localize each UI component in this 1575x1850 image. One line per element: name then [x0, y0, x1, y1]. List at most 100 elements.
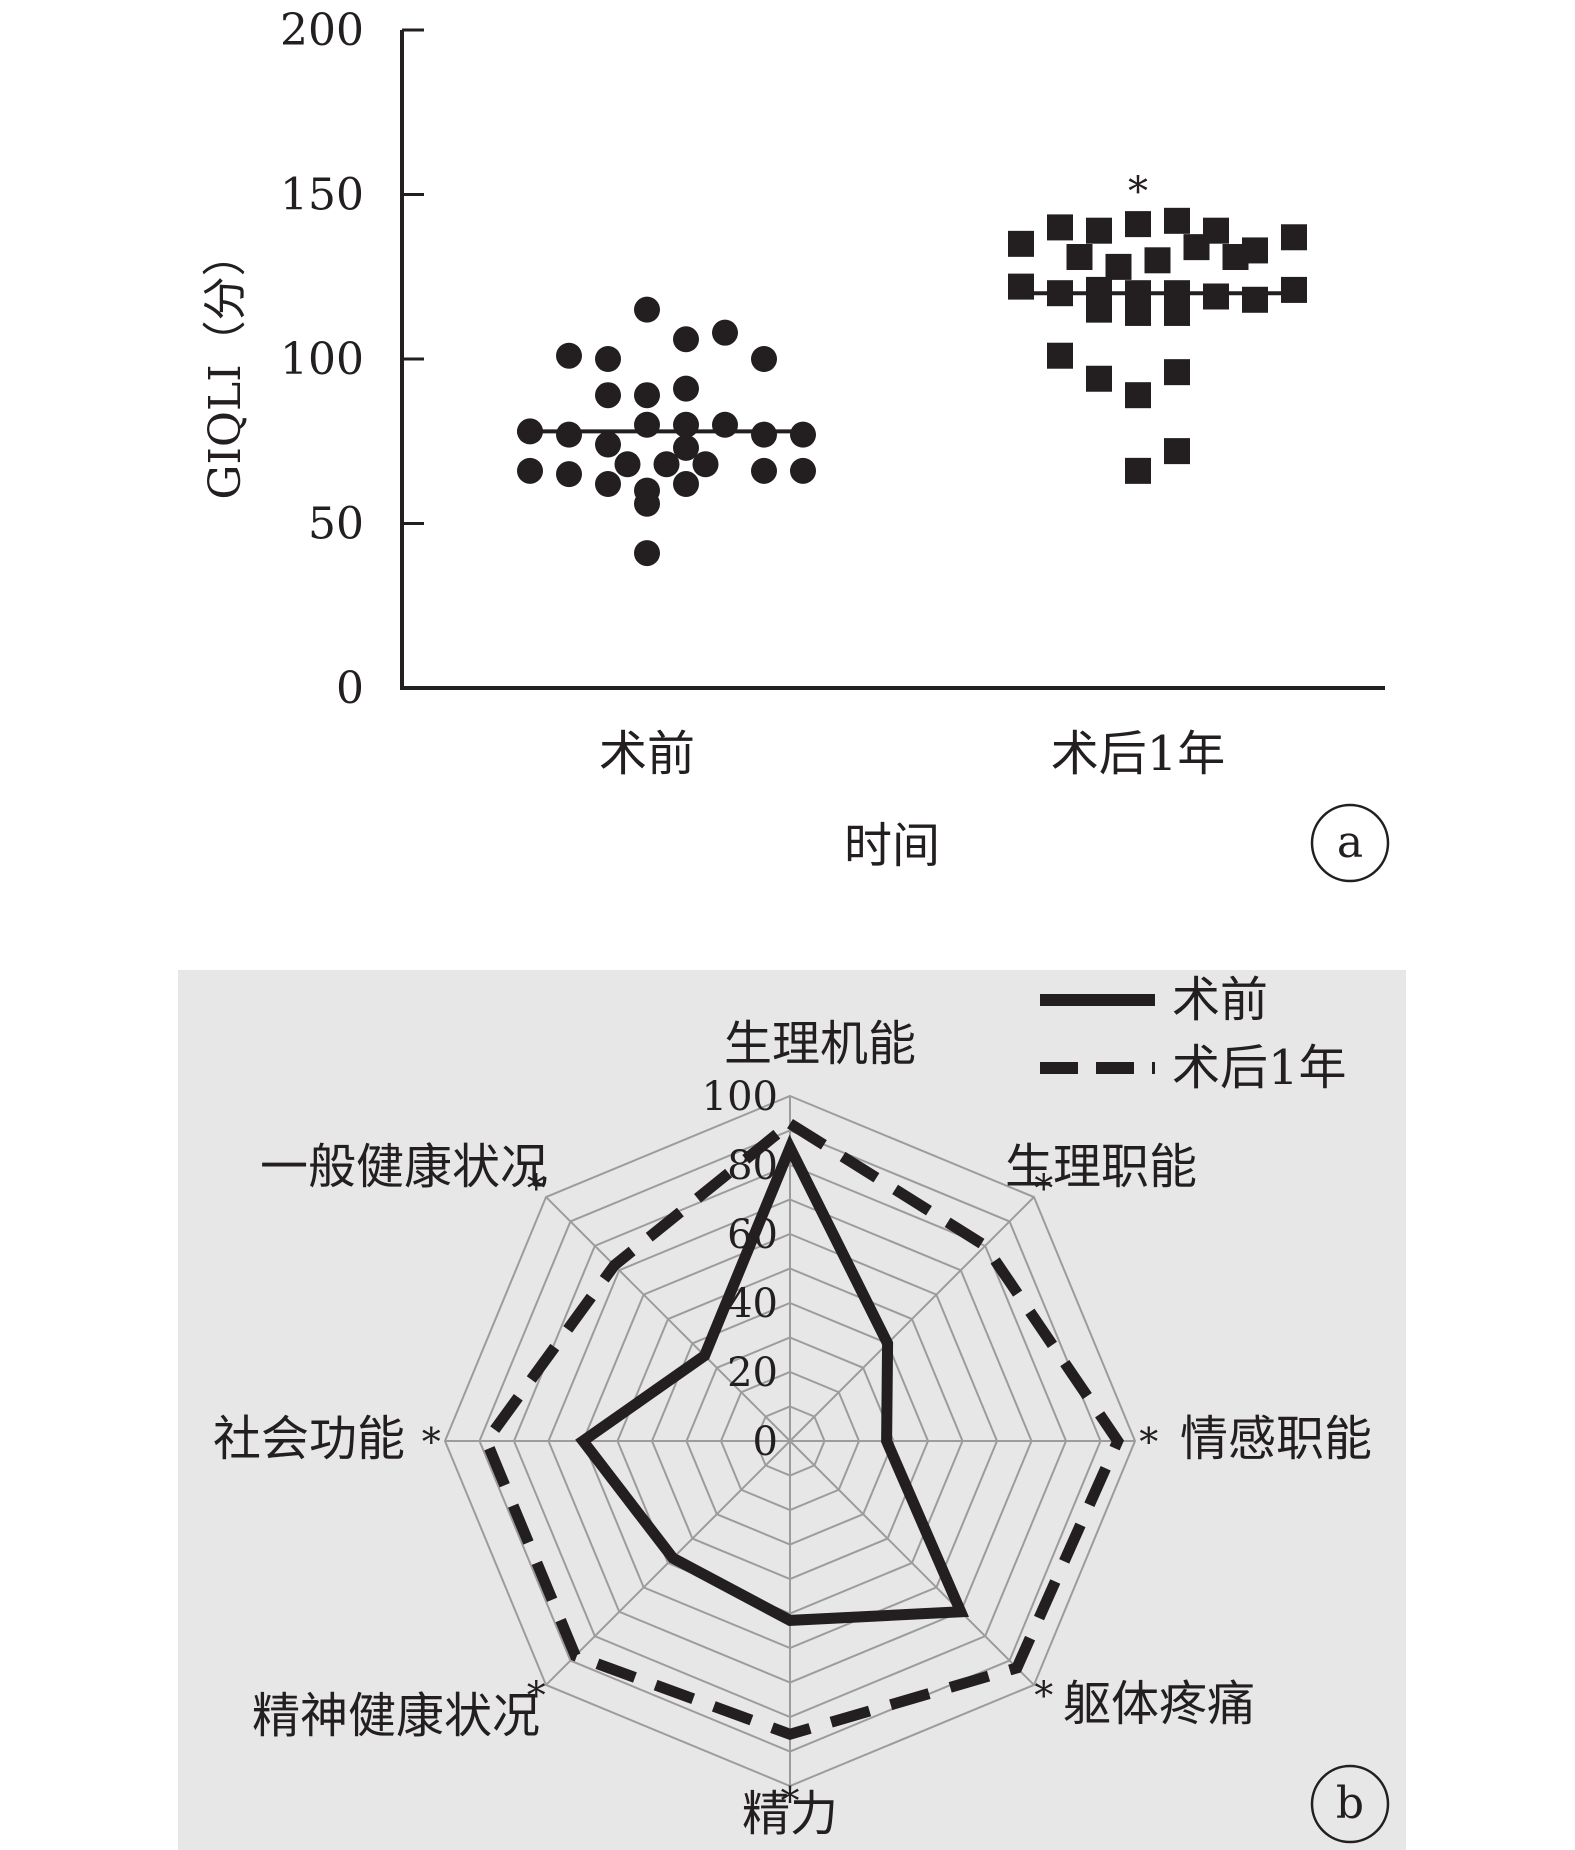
panel-a-label: a	[1337, 817, 1363, 868]
panel-a-axes: 0 50 100 150 200	[280, 5, 1385, 714]
panel-a-text: GIQLI（分） 时间 术前 术后1年 * a	[200, 169, 1390, 883]
data-point-preop	[595, 346, 621, 372]
data-point-postop	[1125, 211, 1151, 238]
series-line-postop	[480, 1116, 1125, 1741]
panel-b-label-circle	[1310, 1764, 1390, 1844]
y-tick-label: 0	[336, 663, 364, 714]
data-point-postop	[1008, 230, 1034, 257]
significance-asterisk: *	[1034, 1166, 1053, 1210]
x-tick-label-preop: 术前	[599, 726, 695, 782]
data-point-postop	[1086, 217, 1112, 244]
data-point-preop	[712, 411, 738, 438]
data-point-preop	[634, 411, 660, 438]
radar-tick-label: 20	[727, 1350, 778, 1396]
data-point-postop	[1164, 359, 1190, 386]
significance-asterisk: *	[781, 1779, 800, 1823]
significance-asterisk: *	[422, 1420, 441, 1464]
data-point-preop	[751, 421, 777, 448]
data-point-preop	[634, 382, 660, 409]
data-point-postop	[1008, 273, 1034, 300]
data-point-postop	[1125, 299, 1151, 326]
radar-tick-label: 0	[753, 1419, 778, 1465]
data-point-preop	[653, 451, 680, 478]
x-axis-label: 时间	[844, 818, 940, 874]
data-point-preop	[556, 421, 582, 448]
significance-asterisk: *	[1128, 169, 1148, 215]
data-point-postop	[1125, 382, 1151, 409]
y-tick-label: 200	[280, 5, 364, 56]
radar-spoke	[789, 1440, 1035, 1686]
radar-background	[178, 970, 1406, 1850]
data-point-preop	[673, 411, 699, 438]
data-point-preop	[517, 457, 543, 484]
data-point-preop	[634, 490, 660, 517]
data-point-postop	[1047, 214, 1073, 241]
radar-axis-label: 情感职能	[1180, 1411, 1372, 1467]
legend-label-postop: 术后1年	[1172, 1040, 1347, 1096]
data-point-preop	[673, 326, 699, 353]
radar-axis-label: 社会功能	[213, 1411, 405, 1467]
radar-axis-label: 生理机能	[724, 1016, 916, 1072]
y-tick-label: 50	[308, 499, 364, 550]
data-point-postop	[1164, 207, 1190, 234]
data-point-preop	[595, 382, 621, 409]
data-point-preop	[614, 451, 641, 478]
data-point-postop	[1125, 457, 1151, 484]
data-point-preop	[556, 342, 582, 369]
data-point-preop	[634, 540, 660, 567]
radar-spoke	[545, 1440, 791, 1686]
data-point-preop	[595, 431, 621, 458]
data-point-postop	[1242, 286, 1268, 313]
y-tick-label: 100	[280, 334, 364, 385]
data-point-preop	[556, 461, 582, 488]
y-axis-label: GIQLI（分）	[200, 232, 251, 499]
data-point-preop	[692, 451, 719, 478]
data-point-postop	[1222, 244, 1249, 271]
data-point-preop	[673, 471, 699, 498]
data-point-postop	[1105, 253, 1132, 280]
radar-spoke	[545, 1196, 791, 1442]
radar-axis-label: 一般健康状况	[260, 1139, 548, 1195]
data-point-postop	[1164, 438, 1190, 465]
significance-asterisk: *	[527, 1674, 546, 1718]
data-point-postop	[1144, 247, 1171, 274]
data-point-preop	[673, 434, 699, 461]
radar-series	[480, 1116, 1125, 1741]
data-point-postop	[1183, 234, 1210, 261]
x-tick-label-postop: 术后1年	[1051, 726, 1226, 782]
radar-axis-label: 精力	[742, 1786, 838, 1842]
radar-axis-label: 精神健康状况	[252, 1688, 540, 1744]
radar-grid	[443, 1094, 1137, 1788]
radar-axis-label: 生理职能	[1005, 1139, 1197, 1195]
data-point-preop	[595, 471, 621, 498]
data-point-postop	[1203, 283, 1229, 310]
significance-asterisk: *	[1034, 1674, 1053, 1718]
data-point-postop	[1164, 299, 1190, 326]
series-line-preop	[575, 1134, 969, 1626]
panel-a-points	[517, 207, 1307, 567]
data-point-preop	[751, 346, 777, 372]
y-tick-label: 150	[280, 170, 364, 221]
scatter-chart-panel-a: 0 50 100 150 200 GIQLI（分） 时间 术前 术后1年 * a	[200, 5, 1390, 883]
data-point-postop	[1066, 244, 1093, 271]
data-point-preop	[751, 457, 777, 484]
radar-axis-labels: 生理机能生理职能*情感职能*躯体疼痛*精力*精神健康状况*社会功能*一般健康状况…	[213, 1016, 1372, 1842]
data-point-preop	[790, 421, 816, 448]
radar-axis-label: 躯体疼痛	[1063, 1676, 1255, 1732]
panel-b-label: b	[1336, 1778, 1364, 1829]
data-point-preop	[712, 319, 738, 346]
legend-label-preop: 术前	[1172, 972, 1268, 1028]
legend: 术前 术后1年	[1040, 972, 1347, 1096]
data-point-postop	[1281, 224, 1307, 251]
data-point-preop	[790, 457, 816, 484]
panel-a-label-circle	[1310, 803, 1390, 883]
significance-asterisk: *	[527, 1166, 546, 1210]
radar-spoke	[789, 1196, 1035, 1442]
data-point-preop	[634, 296, 660, 323]
data-point-postop	[1086, 296, 1112, 323]
data-point-preop	[673, 375, 699, 402]
data-point-postop	[1047, 342, 1073, 369]
radar-tick-label: 100	[702, 1074, 778, 1120]
data-point-postop	[1086, 365, 1112, 392]
